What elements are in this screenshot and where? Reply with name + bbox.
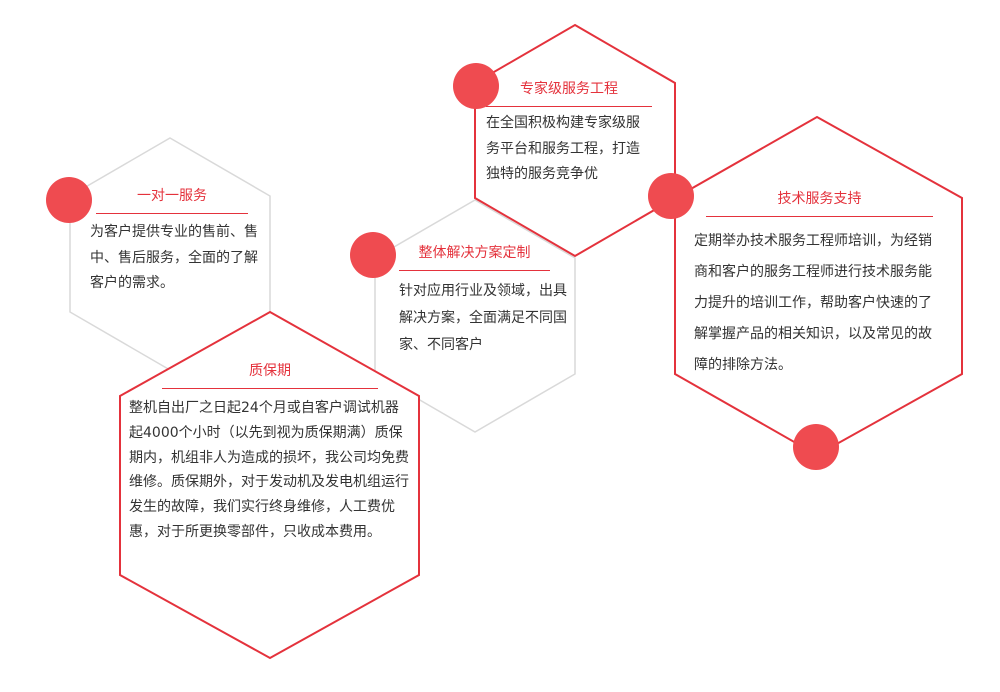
card-warranty-body: 整机自出厂之日起24个月或自客户调试机器起4000个小时（以先到视为质保期满）质… bbox=[129, 400, 409, 540]
card-tech-body: 定期举办技术服务工程师培训，为经销商和客户的服务工程师进行技术服务能力提升的培训… bbox=[694, 233, 932, 373]
card-tech: 技术服务支持 定期举办技术服务工程师培训，为经销商和客户的服务工程师进行技术服务… bbox=[694, 189, 933, 381]
card-warranty: 质保期 整机自出厂之日起24个月或自客户调试机器起4000个小时（以先到视为质保… bbox=[129, 361, 409, 545]
card-expert-body: 在全国积极构建专家级服务平台和服务工程，打造独特的服务竞争优 bbox=[486, 115, 640, 182]
dot-solution bbox=[350, 232, 396, 278]
dot-one-to-one bbox=[46, 177, 92, 223]
card-one-to-one-title: 一对一服务 bbox=[96, 186, 248, 214]
card-expert-title: 专家级服务工程 bbox=[486, 79, 652, 107]
card-warranty-title: 质保期 bbox=[162, 361, 378, 389]
dot-tech bbox=[648, 173, 694, 219]
dot-bottom-right bbox=[793, 424, 839, 470]
dot-expert bbox=[453, 63, 499, 109]
hex-warranty bbox=[119, 310, 420, 660]
card-one-to-one: 一对一服务 为客户提供专业的售前、售中、售后服务，全面的了解客户的需求。 bbox=[90, 186, 258, 297]
card-solution-title: 整体解决方案定制 bbox=[399, 243, 550, 271]
card-solution: 整体解决方案定制 针对应用行业及领域，出具解决方案，全面满足不同国家、不同客户 bbox=[399, 243, 567, 359]
card-tech-title: 技术服务支持 bbox=[706, 189, 933, 217]
card-solution-body: 针对应用行业及领域，出具解决方案，全面满足不同国家、不同客户 bbox=[399, 283, 567, 353]
card-one-to-one-body: 为客户提供专业的售前、售中、售后服务，全面的了解客户的需求。 bbox=[90, 224, 258, 291]
card-expert: 专家级服务工程 在全国积极构建专家级服务平台和服务工程，打造独特的服务竞争优 bbox=[486, 79, 652, 187]
